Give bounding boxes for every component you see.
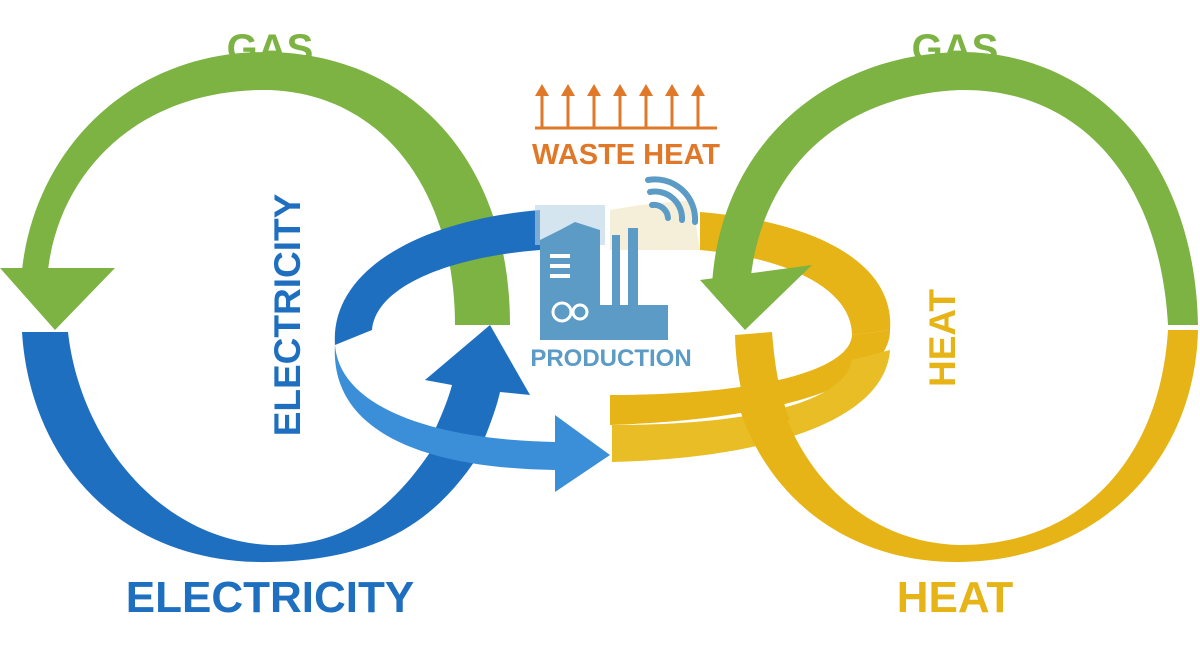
gas-arrowhead-left [0, 268, 115, 330]
production-label: PRODUCTION [530, 345, 691, 372]
heat-label-vertical: HEAT [922, 289, 963, 387]
electricity-up-arrow [425, 325, 530, 455]
gas-arrowhead-right [700, 265, 812, 330]
heat-arc-inner [735, 332, 790, 430]
heat-ring-front [610, 330, 890, 425]
up-arrows-icon [535, 84, 717, 130]
electricity-ring-back [334, 210, 540, 345]
gas-label-left: GAS [227, 27, 314, 71]
heat-arc-right [740, 330, 1198, 563]
gas-label-right: GAS [912, 27, 999, 71]
heat-label-bottom: HEAT [897, 573, 1014, 622]
waste-heat-label: WASTE HEAT [532, 139, 720, 171]
electricity-arc-left [22, 332, 485, 563]
gas-arc-right [712, 52, 1198, 325]
electricity-label-vertical: ELECTRICITY [267, 193, 308, 436]
heat-ribbon-band [612, 350, 890, 462]
electricity-label-bottom: ELECTRICITY [126, 573, 414, 622]
wifi-icon [645, 176, 699, 225]
electricity-ring-front [334, 345, 610, 492]
gas-arc-left [22, 51, 510, 325]
factory-icon [535, 200, 700, 340]
